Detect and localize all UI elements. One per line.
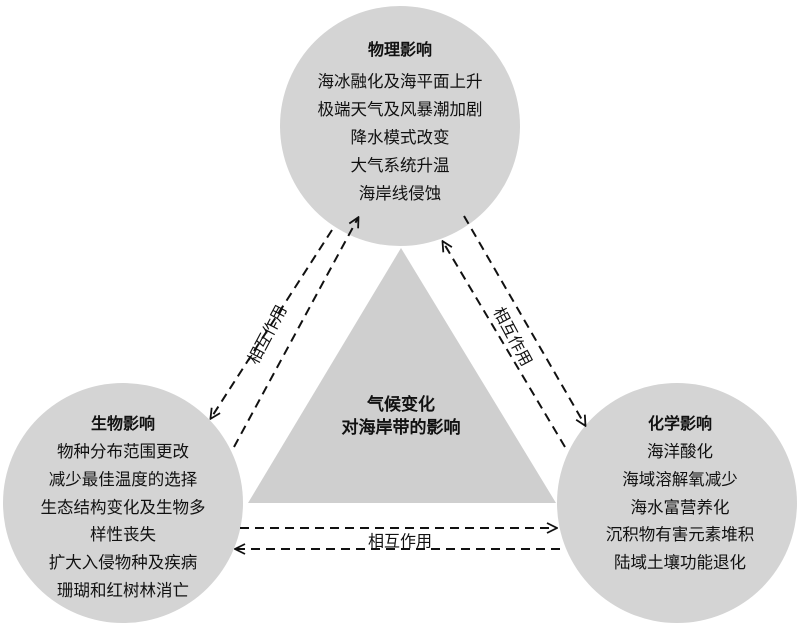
chemical-impact-item: 海洋酸化 xyxy=(647,442,713,461)
biological-impact-item: 扩大入侵物种及疾病 xyxy=(49,553,198,572)
physical-impact-item: 海冰融化及海平面上升 xyxy=(318,72,483,91)
physical-impact-item: 大气系统升温 xyxy=(351,156,450,175)
chemical-impact-circle xyxy=(557,383,797,623)
biological-impact-circle xyxy=(3,383,243,623)
physical-impact-circle xyxy=(280,6,520,246)
arrow-physical-to-chemical xyxy=(463,215,585,425)
center-title-line-1: 气候变化 xyxy=(366,394,435,415)
edge-label-right: 相互作用 xyxy=(489,304,536,369)
center-triangle xyxy=(248,248,556,503)
biological-impact-item: 减少最佳温度的选择 xyxy=(49,470,198,489)
physical-impact-item: 降水模式改变 xyxy=(351,128,450,147)
center-title-line-2: 对海岸带的影响 xyxy=(342,417,461,438)
physical-impact-item: 海岸线侵蚀 xyxy=(359,184,442,203)
chemical-impact-item: 沉积物有害元素堆积 xyxy=(606,525,755,544)
physical-impact-title: 物理影响 xyxy=(368,40,432,59)
biological-impact-item: 珊瑚和红树林消亡 xyxy=(57,581,189,600)
biological-impact-item: 物种分布范围更改 xyxy=(57,442,189,461)
biological-impact-title: 生物影响 xyxy=(91,414,155,433)
chemical-impact-item: 陆域土壤功能退化 xyxy=(614,552,746,572)
biological-impact-item: 生态结构变化及生物多 xyxy=(41,498,206,517)
arrow-chemical-to-physical xyxy=(443,242,566,448)
physical-impact-item: 极端天气及风暴潮加剧 xyxy=(318,100,483,119)
chemical-impact-item: 海域溶解氧减少 xyxy=(622,470,738,489)
edge-label-bottom: 相互作用 xyxy=(368,532,432,551)
arrow-biological-to-physical xyxy=(233,218,358,448)
edge-label-left: 相互作用 xyxy=(244,302,291,367)
arrow-physical-to-biological xyxy=(211,229,333,418)
chemical-impact-item: 海水富营养化 xyxy=(631,498,730,517)
biological-impact-item: 样性丧失 xyxy=(90,525,157,544)
chemical-impact-title: 化学影响 xyxy=(648,414,712,433)
